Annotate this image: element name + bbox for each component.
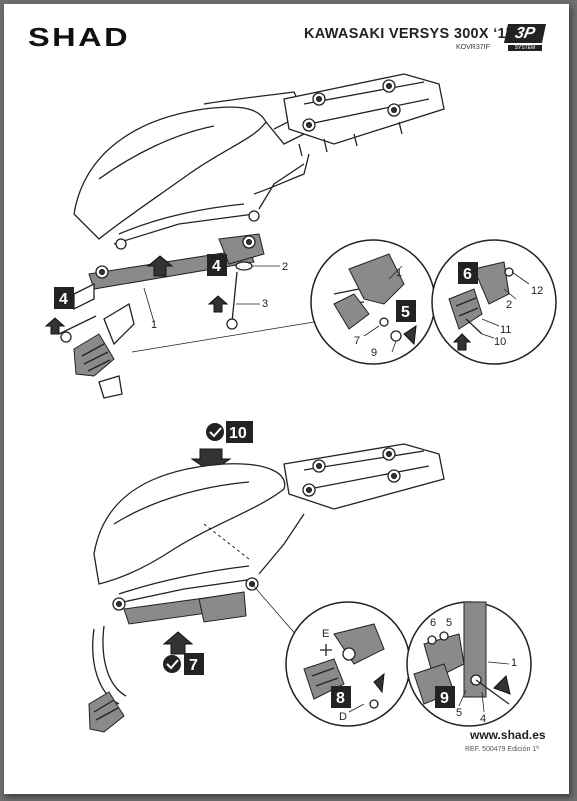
svg-text:4: 4 — [59, 291, 68, 308]
svg-text:5: 5 — [401, 304, 410, 321]
svg-text:6: 6 — [463, 266, 472, 283]
callout-8-E: E — [322, 628, 329, 640]
callout-3: 3 — [262, 298, 268, 310]
callout-1: 1 — [151, 319, 157, 331]
step-badge-8: 8 — [331, 686, 351, 708]
callout-5-1: 1 — [396, 267, 402, 279]
model-code: KOVR37IF — [456, 44, 490, 51]
callout-6-2: 2 — [506, 299, 512, 311]
callout-8-D: D — [339, 711, 347, 723]
callout-9-1: 1 — [511, 657, 517, 669]
assembly-illustration: 4 4 5 6 10 7 8 — [44, 73, 557, 733]
reference-number: REF. 500479 Edición 1ª — [465, 746, 539, 753]
top-motorcycle-drawing — [44, 73, 445, 399]
svg-text:10: 10 — [229, 425, 247, 442]
svg-text:7: 7 — [189, 657, 198, 674]
step-badge-5: 5 — [396, 300, 416, 322]
website-url: www.shad.es — [470, 728, 546, 742]
model-title: KAWASAKI VERSYS 300X ‘17 — [304, 26, 515, 42]
detail-circle-5 — [310, 239, 436, 365]
callout-6-11: 11 — [500, 324, 511, 336]
3p-system-badge: 3P SYSTEM — [503, 24, 547, 52]
callout-9-6: 6 — [430, 617, 436, 629]
callout-2: 2 — [282, 261, 288, 273]
callout-9-5b: 5 — [456, 707, 462, 719]
brand-logo: SHAD — [28, 22, 131, 52]
detail-circle-8 — [285, 601, 411, 727]
svg-text:8: 8 — [336, 690, 345, 707]
callout-9-5: 5 — [446, 617, 452, 629]
step-badge-4a: 4 — [207, 254, 227, 276]
svg-text:4: 4 — [212, 258, 221, 275]
callout-6-10: 10 — [494, 336, 506, 348]
callout-9-4: 4 — [480, 713, 486, 725]
svg-text:9: 9 — [440, 690, 449, 707]
callout-6-12: 12 — [531, 285, 543, 297]
instruction-sheet: SHAD KAWASAKI VERSYS 300X ‘17 KOVR37IF 3… — [4, 4, 569, 794]
step-badge-7: 7 — [163, 653, 204, 675]
bottom-motorcycle-drawing — [88, 443, 445, 733]
step-badge-10: 10 — [206, 421, 253, 443]
callout-5-9: 9 — [371, 347, 377, 359]
step-badge-9: 9 — [435, 686, 455, 708]
callout-5-7: 7 — [354, 335, 360, 347]
step-badge-6: 6 — [458, 262, 478, 284]
badge-sub: SYSTEM — [508, 45, 542, 51]
step-badge-4b: 4 — [54, 287, 74, 309]
